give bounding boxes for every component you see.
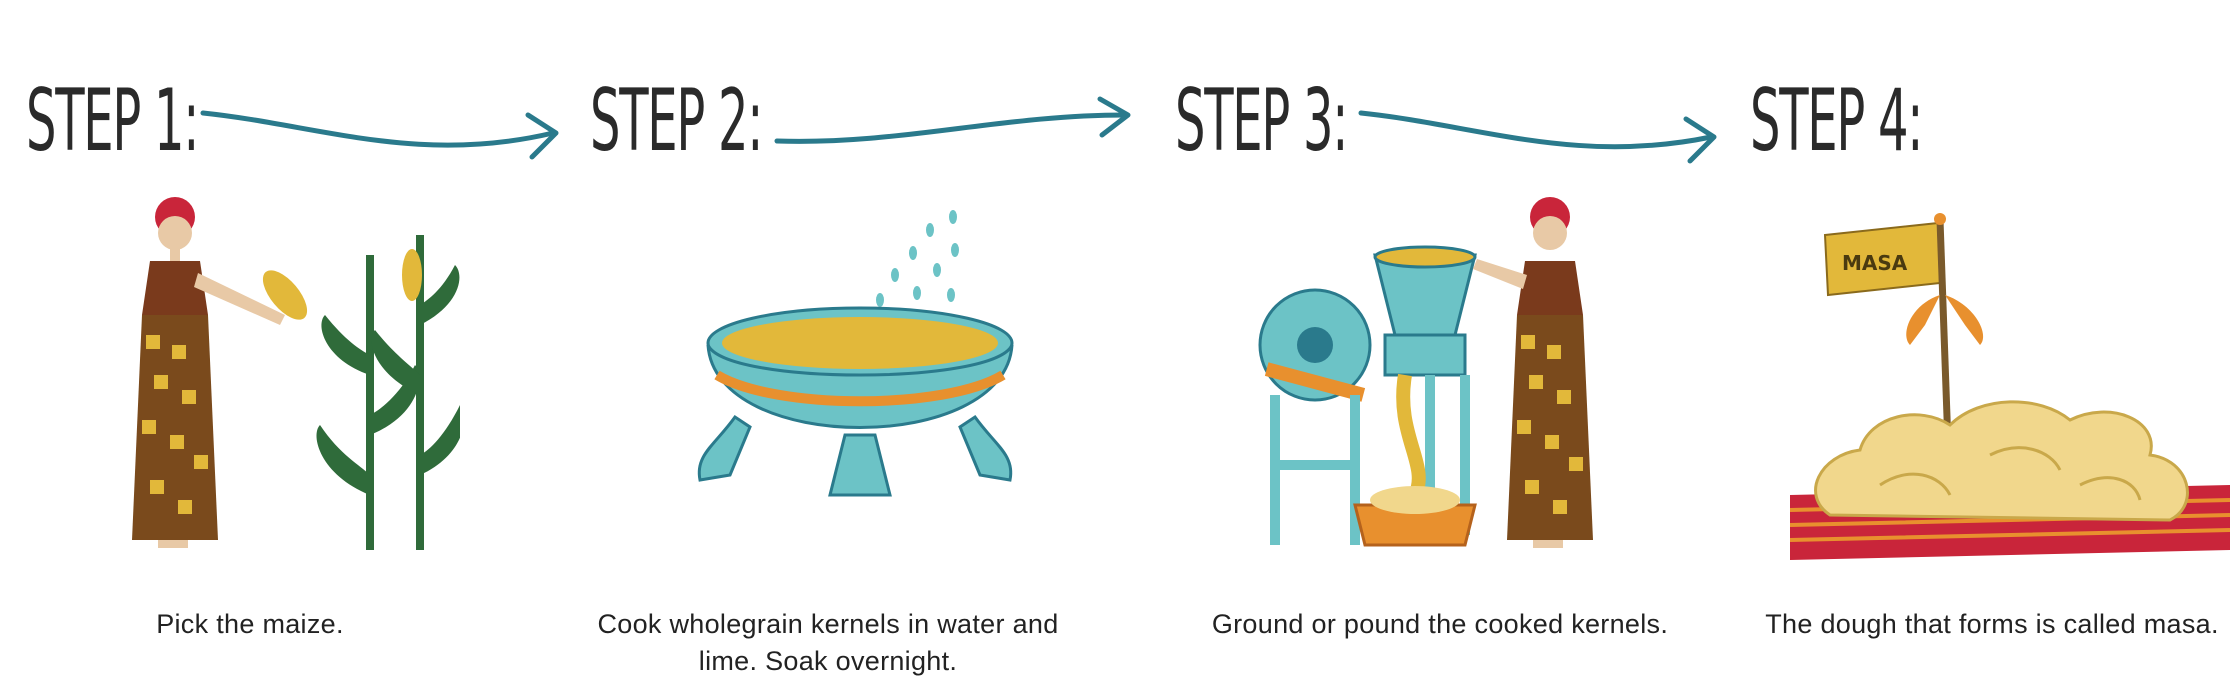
step-2-caption: Cook wholegrain kernels in water and lim… [597, 609, 1059, 676]
step-4-caption: The dough that forms is called masa. [1765, 609, 2219, 639]
step-3-caption: Ground or pound the cooked kernels. [1211, 609, 1669, 639]
masa-dough-illustration: MASA [1790, 213, 2230, 560]
grinding-mill-illustration [1258, 197, 1593, 548]
arrow-1-icon [200, 110, 559, 160]
step-4-title: STEP 4: [1750, 71, 1923, 171]
maize-picking-illustration [132, 197, 460, 550]
cooking-bowl-illustration [697, 210, 1014, 497]
step-2-title: STEP 2: [590, 71, 763, 171]
step-3-title: STEP 3: [1175, 71, 1348, 171]
arrow-2-icon [774, 96, 1131, 144]
step-1-caption: Pick the maize. [156, 609, 344, 639]
arrow-3-icon [1358, 110, 1717, 164]
step-1-title: STEP 1: [26, 71, 199, 171]
masa-flag-label: MASA [1842, 251, 1908, 275]
